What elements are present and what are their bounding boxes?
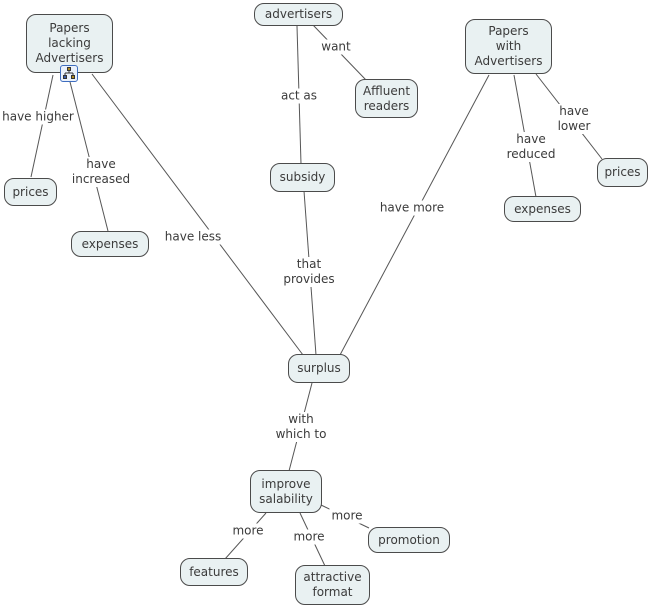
node-features[interactable]: features bbox=[180, 558, 248, 586]
node-expenses-right[interactable]: expenses bbox=[504, 196, 581, 222]
edge-label-more-features[interactable]: more bbox=[230, 523, 266, 539]
connector-lacking-prices bbox=[30, 74, 54, 178]
node-expenses-left[interactable]: expenses bbox=[71, 231, 149, 257]
node-surplus[interactable]: surplus bbox=[288, 354, 350, 383]
edge-label-have-higher[interactable]: have higher bbox=[0, 109, 76, 125]
edge-label-have-lower[interactable]: have lower bbox=[555, 104, 593, 134]
node-advertisers[interactable]: advertisers bbox=[254, 3, 343, 26]
node-prices-left[interactable]: prices bbox=[4, 178, 57, 206]
connector-lacking-surplus bbox=[91, 73, 304, 356]
node-prices-right[interactable]: prices bbox=[597, 158, 648, 187]
node-subsidy[interactable]: subsidy bbox=[270, 163, 335, 192]
node-promotion[interactable]: promotion bbox=[368, 527, 450, 553]
node-improve-salability[interactable]: improve salability bbox=[250, 470, 322, 513]
node-attractive-format[interactable]: attractive format bbox=[295, 565, 370, 605]
edge-label-more-attractive[interactable]: more bbox=[291, 529, 327, 545]
edge-label-more-promotion[interactable]: more bbox=[329, 508, 365, 524]
connector-lacking-expenses bbox=[67, 73, 109, 232]
node-papers-with-advertisers[interactable]: Papers with Advertisers bbox=[465, 19, 552, 74]
edge-label-act-as[interactable]: act as bbox=[278, 88, 320, 104]
edge-label-have-increased[interactable]: have increased bbox=[69, 157, 133, 187]
sitemap-icon bbox=[60, 65, 78, 82]
linked-concept-map-icon[interactable] bbox=[60, 65, 78, 82]
edge-label-have-more[interactable]: have more bbox=[377, 200, 447, 216]
edge-label-have-reduced[interactable]: have reduced bbox=[504, 132, 558, 162]
edge-label-want[interactable]: want bbox=[319, 39, 353, 55]
edge-label-that-provides[interactable]: that provides bbox=[281, 257, 337, 287]
edge-label-with-which-to[interactable]: with which to bbox=[273, 412, 329, 442]
node-affluent-readers[interactable]: Affluent readers bbox=[355, 79, 418, 118]
edge-label-have-less[interactable]: have less bbox=[162, 229, 224, 245]
